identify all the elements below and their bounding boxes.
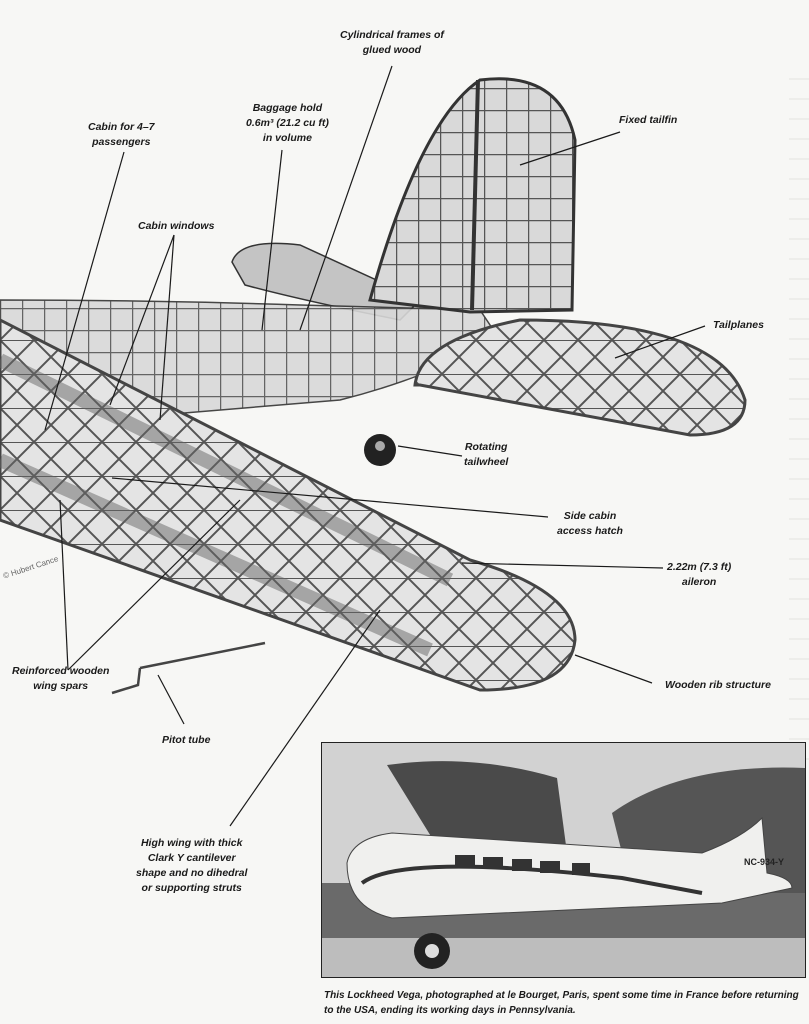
right-tailplane — [413, 318, 747, 437]
label-pitot-tube: Pitot tube — [162, 734, 211, 746]
wing-spar-rear — [0, 453, 433, 657]
label-tailwheel: Rotating tailwheel — [464, 441, 509, 468]
tailfin — [368, 77, 577, 314]
aircraft-photo: NC-934-Y — [321, 742, 806, 978]
leader-lines — [44, 65, 706, 827]
label-cylindrical-frames: Cylindrical frames of glued wood — [340, 29, 444, 56]
registration-marking: NC-934-Y — [744, 857, 784, 867]
wing-spar-front — [0, 353, 454, 587]
photo-scene: NC-934-Y — [322, 743, 805, 977]
label-fixed-tailfin: Fixed tailfin — [619, 114, 678, 126]
label-tailplanes: Tailplanes — [713, 319, 764, 331]
photo-caption: This Lockheed Vega, photographed at le B… — [324, 990, 799, 1016]
label-wing-spars: Reinforced wooden wing spars — [12, 665, 110, 692]
label-aileron: 2.22m (7.3 ft) aileron — [667, 561, 732, 588]
label-rib-structure: Wooden rib structure — [665, 679, 771, 691]
bleed-through-text — [789, 60, 809, 760]
photo-windows — [455, 855, 590, 875]
photo-fuselage — [346, 816, 793, 919]
label-high-wing: High wing with thick Clark Y cantilever … — [136, 837, 248, 894]
label-baggage-hold: Baggage hold 0.6m³ (21.2 cu ft) in volum… — [246, 102, 329, 144]
apron — [322, 938, 805, 977]
label-cabin-windows: Cabin windows — [138, 220, 215, 232]
pitot-tube — [111, 641, 266, 695]
label-access-hatch: Side cabin access hatch — [557, 510, 623, 537]
label-cabin: Cabin for 4–7 passengers — [88, 121, 155, 148]
photo-wing — [387, 761, 567, 853]
